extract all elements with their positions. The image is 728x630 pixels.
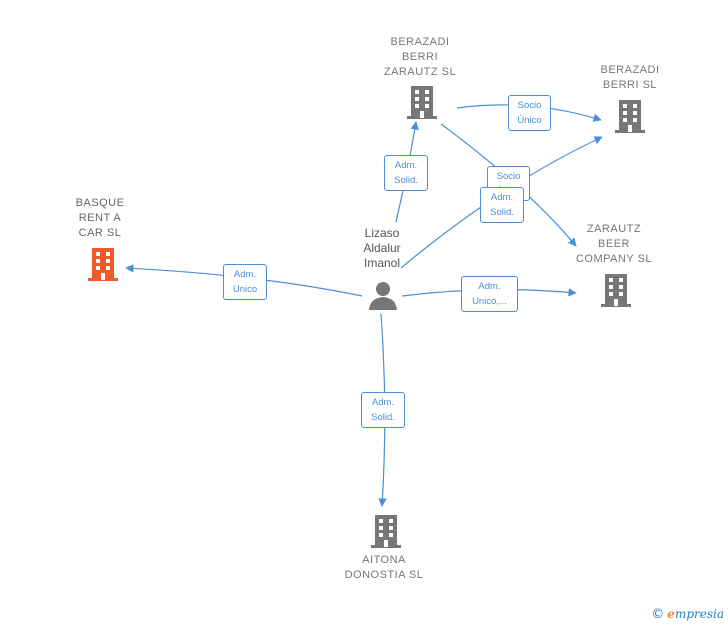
edge-label-to-berazadi-zarautz[interactable]: Adm. Solid. bbox=[384, 155, 428, 191]
building-icon[interactable] bbox=[369, 513, 403, 554]
brand-name: mpresia bbox=[674, 607, 724, 621]
building-icon[interactable] bbox=[86, 246, 120, 287]
node-label-basque[interactable]: BASQUE RENT A CAR SL bbox=[75, 197, 125, 239]
edge-label-to-basque[interactable]: Adm. Unico bbox=[223, 264, 267, 300]
node-label-berazadi-zarautz[interactable]: BERAZADI BERRI ZARAUTZ SL bbox=[383, 36, 457, 78]
building-icon[interactable] bbox=[405, 84, 439, 125]
edge-label-to-aitona[interactable]: Adm. Solid. bbox=[361, 392, 405, 428]
building-icon[interactable] bbox=[599, 272, 633, 313]
edge-label-to-zarautz-beer[interactable]: Adm. Unico,... bbox=[461, 276, 518, 312]
node-label-aitona[interactable]: AITONA DONOSTIA SL bbox=[344, 554, 424, 581]
edge-label-to-berazadi-berri[interactable]: Adm. Solid. bbox=[480, 187, 524, 223]
brand-initial: e bbox=[667, 607, 675, 621]
node-label-zarautz-beer[interactable]: ZARAUTZ BEER COMPANY SL bbox=[575, 223, 653, 265]
node-label-berazadi-berri[interactable]: BERAZADI BERRI SL bbox=[600, 64, 660, 91]
building-icon[interactable] bbox=[613, 98, 647, 139]
copyright-symbol: © bbox=[651, 607, 665, 622]
empresia-logo[interactable]: ©empresia bbox=[651, 607, 724, 622]
person-icon[interactable] bbox=[367, 279, 399, 316]
node-label-lizaso[interactable]: Lizaso Aldalur Imanol bbox=[363, 226, 401, 270]
edge-label-bz-to-berazadi-berri[interactable]: Socio Único bbox=[508, 95, 551, 131]
